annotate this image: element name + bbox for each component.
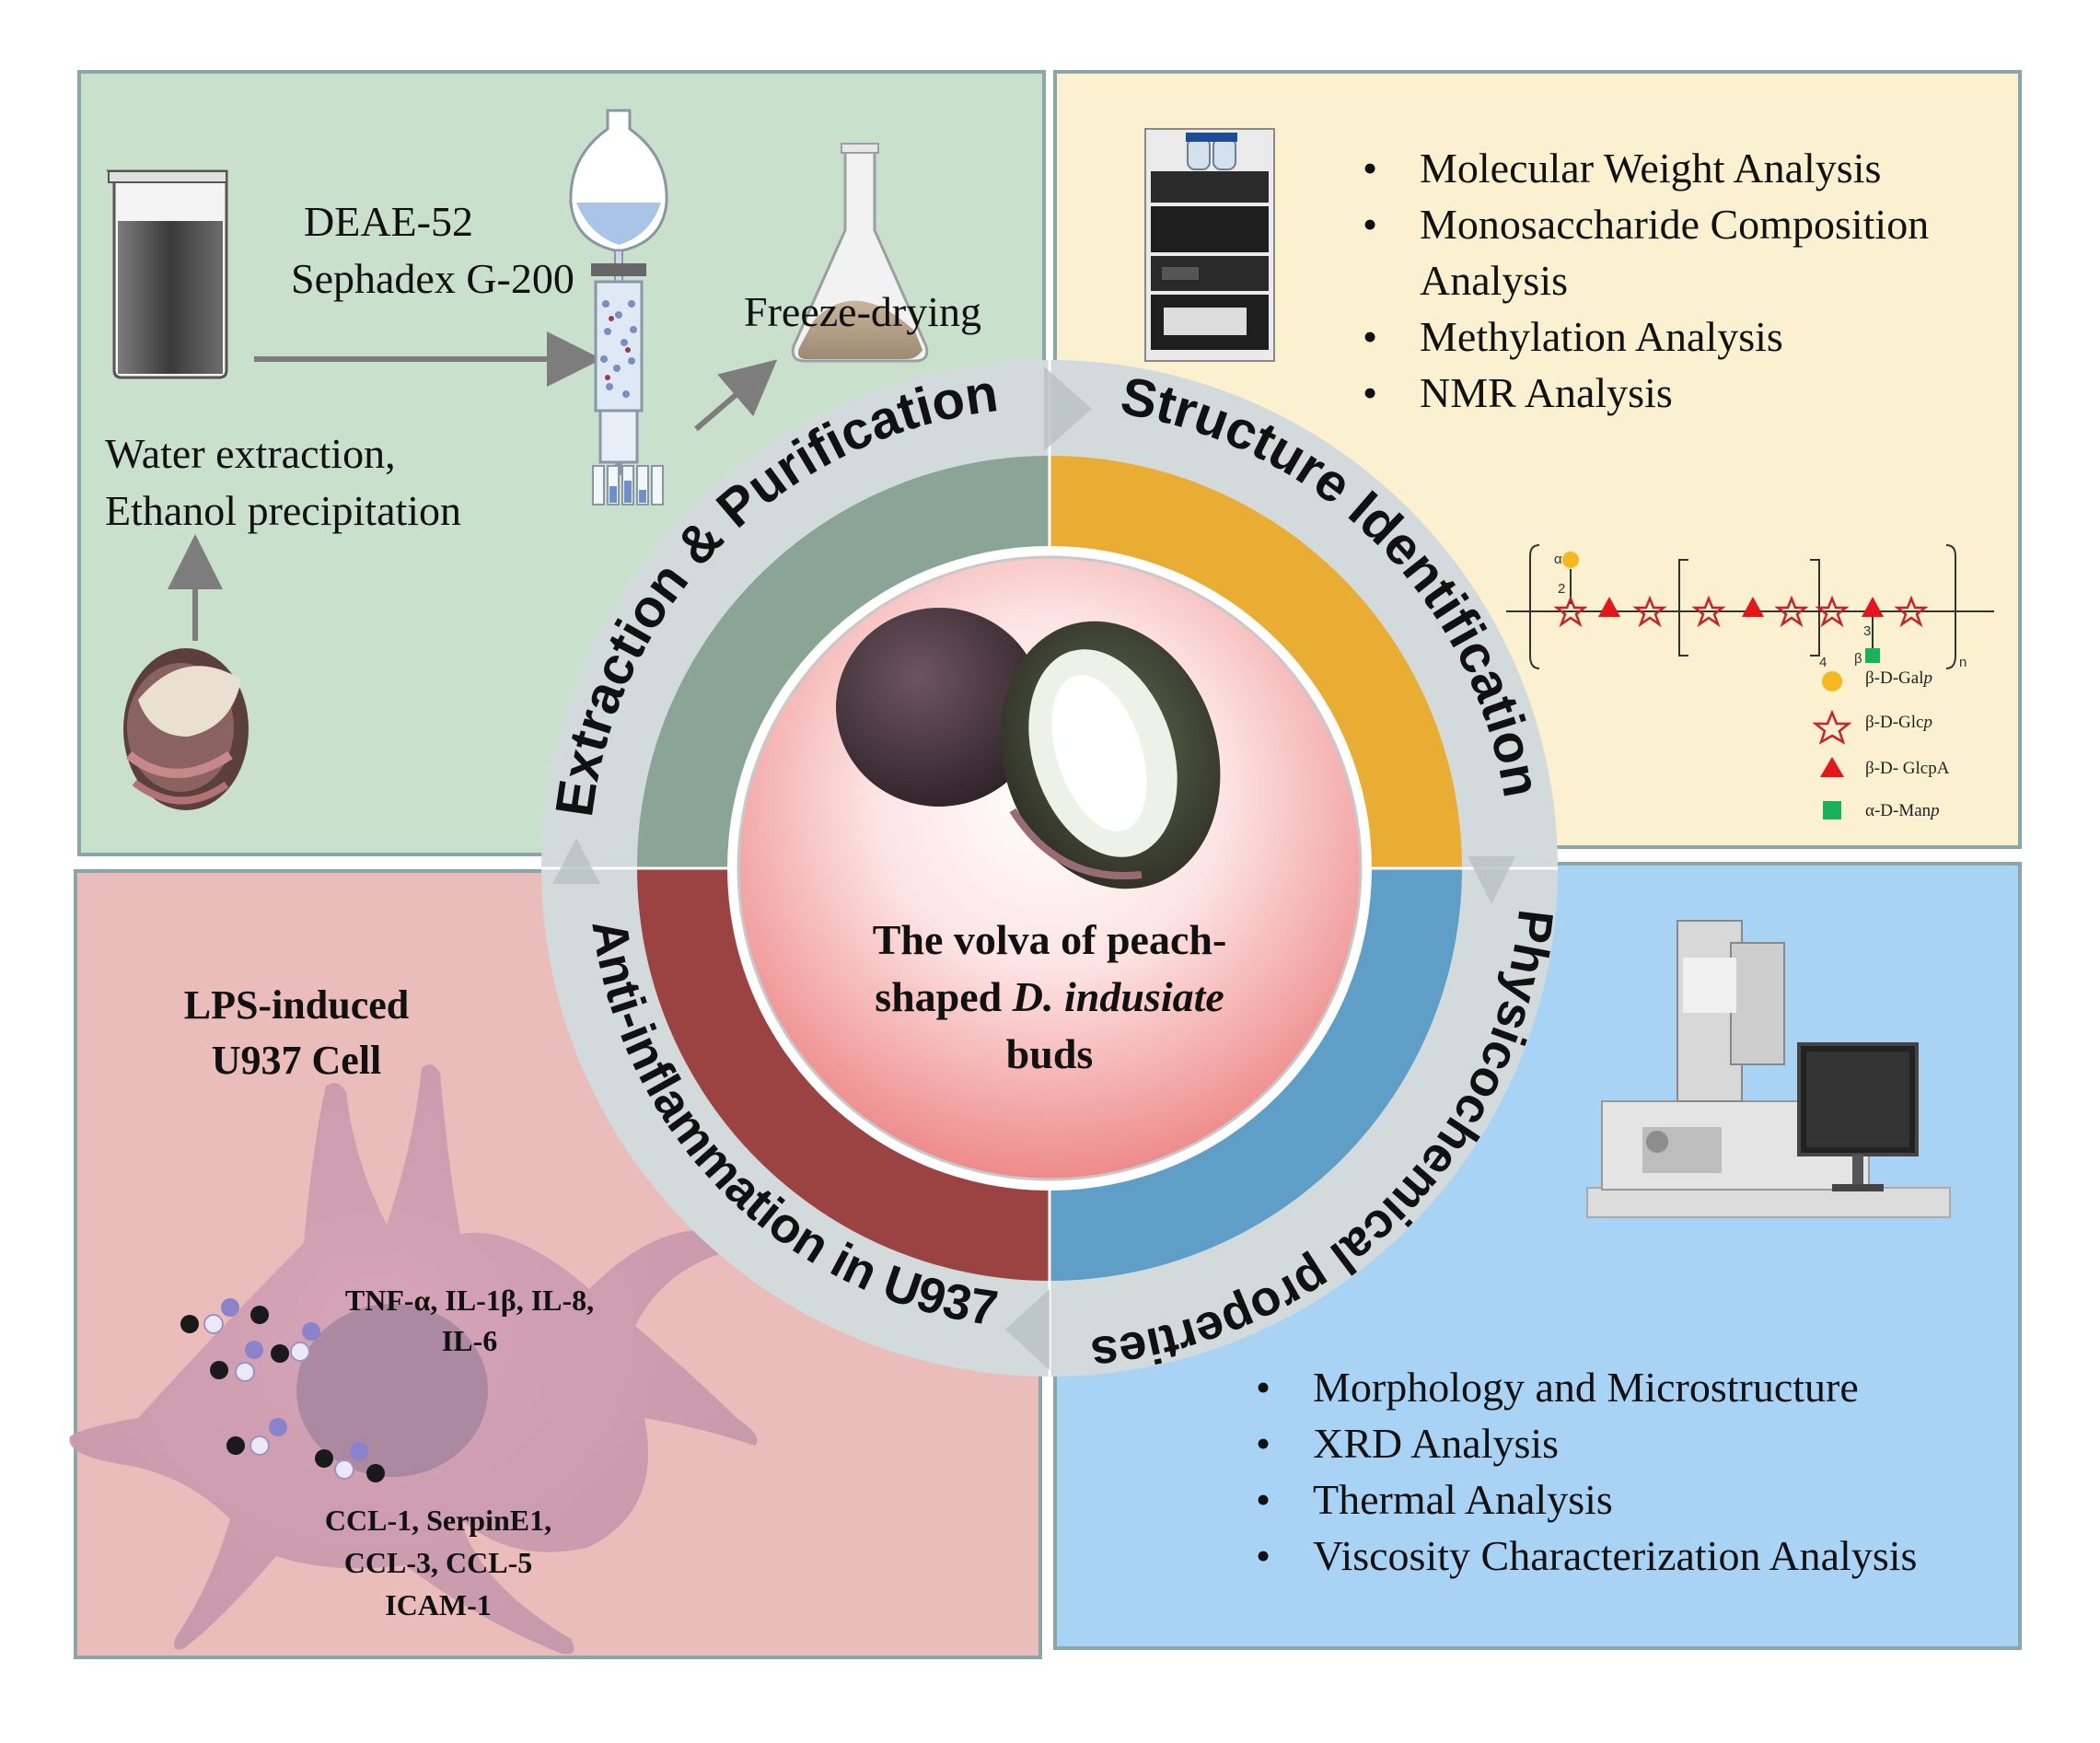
structure-item: Methylation Analysis: [1363, 308, 1929, 365]
volva-photo: [836, 608, 1221, 889]
repeat-count-label: 4: [1819, 655, 1827, 670]
ring-arrow-bottom: [1005, 1289, 1050, 1370]
flask-icon: [791, 143, 929, 363]
legend-manp-label: α-D-Manp: [1865, 801, 1940, 820]
column-label: DEAE-52 Sephadex G-200: [291, 193, 574, 308]
chemokines-line2: CCL-3, CCL-5: [343, 1546, 533, 1579]
legend-glcpa-label: β-D- GlcpA: [1865, 759, 1950, 778]
cell-title: LPS-induced U937 Cell: [158, 978, 435, 1088]
n-label: n: [1959, 655, 1967, 670]
structure-list: Molecular Weight Analysis Monosaccharide…: [1363, 140, 1929, 421]
branch-beta-label: β: [1854, 651, 1862, 667]
chemokines-line3: ICAM-1: [385, 1588, 492, 1621]
chemokines-label: CCL-1, SerpinE1, CCL-3, CCL-5 ICAM-1: [291, 1499, 586, 1626]
legend-glcp-label: β-D-Glcp: [1865, 713, 1932, 732]
legend-galp-label: β-D-Galp: [1865, 668, 1932, 688]
structure-item: Molecular Weight Analysis: [1363, 140, 1929, 196]
fungus-photo: [123, 648, 249, 810]
u937-cell-illustration: [69, 1064, 758, 1655]
cytokine-dots-upper: [180, 1298, 385, 1482]
structure-item-continuation: Analysis: [1420, 257, 1568, 304]
cell-title-line1: LPS-induced: [183, 982, 410, 1028]
water-line1: Water extraction,: [105, 430, 396, 477]
column-label-line2: Sephadex G-200: [291, 255, 574, 302]
center-title-line2: shaped D. indusiate: [875, 973, 1224, 1020]
physico-list: Morphology and Microstructure XRD Analys…: [1256, 1359, 1917, 1584]
branch3-label: 3: [1863, 623, 1871, 639]
sem-instrument-icon: [1586, 920, 1951, 1218]
chemokines-line1: CCL-1, SerpinE1,: [324, 1504, 552, 1537]
manp-symbol: [1865, 648, 1880, 663]
legend-glcpa-icon: [1820, 757, 1844, 777]
cytokines-label: TNF-α, IL-1β, IL-8, IL-6: [313, 1280, 626, 1361]
ring-arrow-left: [552, 838, 600, 884]
galp-symbol: [1562, 552, 1579, 568]
hplc-instrument-icon: [1144, 128, 1275, 362]
center-title-line3: buds: [1005, 1030, 1094, 1077]
center-title-line1: The volva of peach-: [872, 916, 1227, 963]
structure-item: Monosaccharide Composition: [1363, 196, 1929, 252]
alpha-label: α: [1554, 552, 1562, 567]
physico-item: Thermal Analysis: [1256, 1471, 1917, 1528]
ring-arrow-right: [1468, 856, 1515, 904]
legend-manp-icon: [1823, 801, 1841, 819]
column-label-line1: DEAE-52: [304, 198, 473, 245]
physico-item: XRD Analysis: [1256, 1415, 1917, 1471]
arrow-to-flask: [694, 359, 778, 432]
water-extraction-label: Water extraction, Ethanol precipitation: [105, 425, 461, 540]
cytokines-line1: TNF-α, IL-1β, IL-8,: [344, 1284, 595, 1317]
water-line2: Ethanol precipitation: [105, 487, 462, 534]
chromatography-column-icon: [569, 109, 668, 505]
branch-link-label: 2: [1558, 581, 1565, 597]
beaker-icon: [106, 169, 228, 379]
polysaccharide-structure: α 2 4 n β 3: [1506, 544, 1994, 670]
physico-item: Morphology and Microstructure: [1256, 1359, 1917, 1415]
physico-item: Viscosity Characterization Analysis: [1256, 1528, 1917, 1584]
legend-glcp-icon: [1812, 709, 1852, 745]
cell-title-line2: U937 Cell: [211, 1038, 382, 1083]
structure-item: NMR Analysis: [1363, 365, 1929, 421]
center-title: The volva of peach- shaped D. indusiate …: [778, 912, 1321, 1083]
cytokines-line2: IL-6: [441, 1324, 498, 1357]
legend-galp-icon: [1822, 671, 1842, 691]
freeze-drying-label: Freeze-drying: [744, 288, 981, 335]
ring-arrow-top: [1044, 366, 1092, 451]
